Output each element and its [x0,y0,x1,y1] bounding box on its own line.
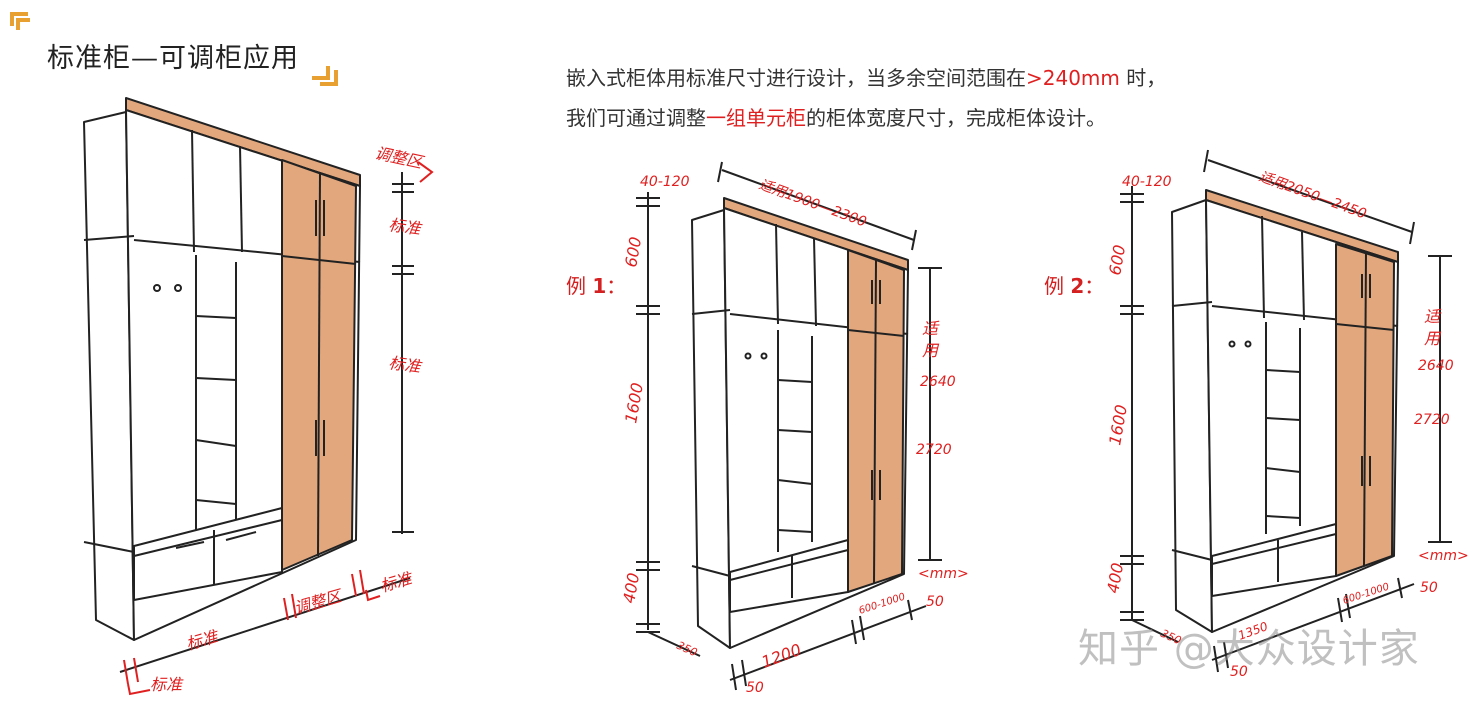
ex1-unit: <mm> [918,566,969,582]
intro-line1-suffix: 时， [1119,66,1167,90]
left-dimension-lines [119,161,434,696]
intro-line1-prefix: 嵌入式柜体用标准尺寸进行设计，当多余空间范围在 [566,66,1026,90]
ex2-height-label-2: 用 [1424,329,1442,348]
page-title: 标准柜—可调柜应用 [47,43,299,74]
ex1-height-min: 2640 [920,374,956,390]
ex2-unit: <mm> [1418,548,1469,564]
intro-line2-highlight: 一组单元柜 [706,106,806,130]
left-adjust-zone-top: 调整区 [373,143,426,172]
ex1-height-max: 2720 [916,442,952,458]
example-1-label-text: 例 [566,274,593,298]
example-2-colon: ： [1084,274,1105,298]
ex2-middle: 1600 [1105,403,1131,446]
ex2-height-max: 2720 [1414,412,1450,428]
ex1-adjust-width: 600-1000 [858,592,907,617]
ex1-height-label-2: 用 [922,341,940,360]
example-1-colon: ： [606,274,627,298]
ex1-top-gap: 40-120 [640,174,690,190]
left-standard-main: 标准 [387,353,423,377]
intro-text: 嵌入式柜体用标准尺寸进行设计，当多余空间范围在>240mm 时， 我们可通过调整… [566,58,1166,138]
ex1-height-label-1: 适 [922,319,940,338]
ex1-lower: 400 [619,571,643,604]
intro-line-1: 嵌入式柜体用标准尺寸进行设计，当多余空间范围在>240mm 时， [566,58,1166,98]
ex2-upper: 600 [1105,243,1129,276]
ex1-depth: 350 [675,639,699,659]
example-2-number: 2 [1070,274,1085,298]
corner-mark-title-icon [312,66,338,86]
ex2-left-gap: 50 [1230,664,1248,680]
ex2-lower: 400 [1103,561,1127,594]
left-bottom-adjust-zone: 调整区 [292,586,345,618]
example-1-number: 1 [592,274,607,298]
intro-line2-suffix: 的柜体宽度尺寸，完成柜体设计。 [806,106,1106,130]
left-cabinet-drawing [83,97,361,641]
ex2-top-gap: 40-120 [1122,174,1172,190]
ex1-middle: 1600 [621,381,647,424]
left-bottom-standard-right: 标准 [378,568,416,596]
corner-mark-top-left-icon [10,12,30,30]
example1-cabinet-drawing [691,197,909,649]
intro-line1-highlight: >240mm [1026,66,1120,90]
ex2-height-min: 2640 [1418,358,1454,374]
ex1-base-width: 1200 [759,640,804,672]
example2-cabinet-drawing [1171,189,1399,633]
ex2-height-label-1: 适 [1424,307,1442,326]
ex2-side-gap: 50 [1420,580,1438,596]
example-2-label: 例 2： [1044,270,1104,299]
ex1-side-gap: 50 [926,594,944,610]
example2-dimension-lines [1120,149,1452,673]
watermark: 知乎 @大众设计家 [1078,626,1420,672]
ex1-upper: 600 [621,235,645,268]
intro-line-2: 我们可通过调整一组单元柜的柜体宽度尺寸，完成柜体设计。 [566,98,1166,138]
ex1-left-gap: 50 [746,680,764,696]
example-1-label: 例 1： [566,270,626,299]
example1-dimension-lines [636,161,942,691]
example-2-label-text: 例 [1044,274,1071,298]
left-bottom-standard: 标准 [184,626,222,654]
left-standard-upper: 标准 [387,215,423,239]
intro-line2-prefix: 我们可通过调整 [566,106,706,130]
left-bottom-standard-corner: 标准 [150,675,184,694]
